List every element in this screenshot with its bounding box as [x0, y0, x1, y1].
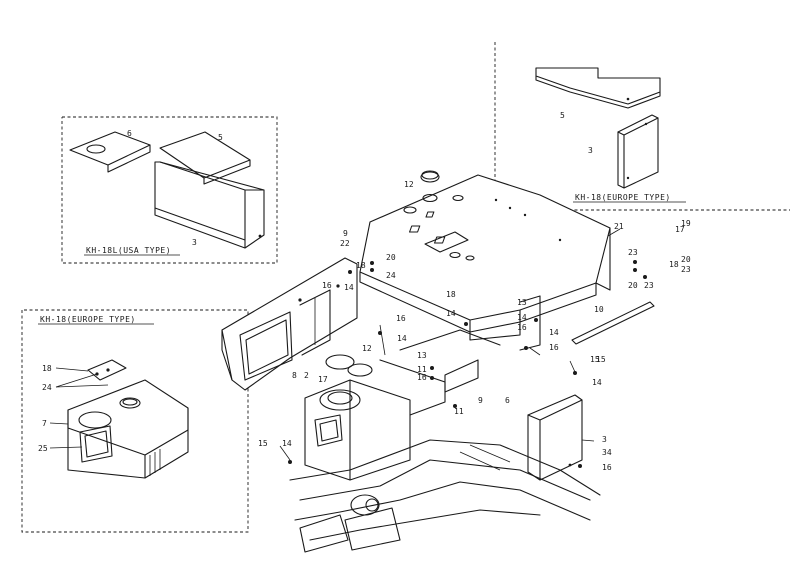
callout-m-3: 3: [602, 435, 607, 444]
callout-m-16c: 16: [549, 343, 559, 352]
usa-type-inset: [61, 116, 278, 264]
callout-m-15a: 15: [590, 355, 600, 364]
callout-m-16b: 16: [517, 323, 527, 332]
callout-m-13b: 13: [417, 351, 427, 360]
callout-usa-3: 3: [192, 238, 197, 247]
callout-eut-3: 3: [588, 146, 593, 155]
callout-m-14g: 14: [592, 378, 602, 387]
callout-m-20c: 20: [681, 255, 691, 264]
callout-m-10: 10: [594, 305, 604, 314]
europe-type-left-inset: [21, 309, 249, 533]
callout-m-21: 21: [614, 222, 624, 231]
callout-m-2: 2: [304, 371, 309, 380]
callout-m-12b: 12: [362, 344, 372, 353]
callout-m-12a: 12: [404, 180, 414, 189]
callout-eul-7: 7: [42, 419, 47, 428]
callout-usa-6: 6: [127, 129, 132, 138]
callout-m-14c: 14: [549, 328, 559, 337]
callout-m-23c: 23: [681, 265, 691, 274]
callout-eul-25: 25: [38, 444, 48, 453]
europe-type-top-inset: [494, 42, 790, 211]
callout-m-17a: 17: [675, 225, 685, 234]
callout-m-18c: 18: [446, 290, 456, 299]
callout-m-23a: 23: [628, 248, 638, 257]
callout-m-19a: 19: [681, 219, 691, 228]
callout-m-23b: 23: [644, 281, 654, 290]
callout-m-22: 22: [340, 239, 350, 248]
main-assembly: [221, 170, 655, 553]
callout-m-16f: 16: [602, 463, 612, 472]
callout-eul-24: 24: [42, 383, 52, 392]
europe-top-title: KH-18(EUROPE TYPE): [575, 193, 671, 202]
callout-m-16e: 16: [417, 373, 427, 382]
callout-m-20b: 20: [628, 281, 638, 290]
callout-m-18a: 18: [356, 261, 366, 270]
callout-m-11b: 11: [454, 407, 464, 416]
callout-m-14a: 14: [344, 283, 354, 292]
callout-m-11a: 11: [417, 365, 427, 374]
callout-m-14b: 14: [517, 313, 527, 322]
callout-m-16a: 16: [322, 281, 332, 290]
callout-m-15c: 15: [596, 355, 606, 364]
callout-m-6: 6: [505, 396, 510, 405]
callout-m-15b: 15: [258, 439, 268, 448]
callout-m-13a: 13: [517, 298, 527, 307]
labels: KH-18L(USA TYPE) KH-18(EUROPE TYPE) KH-1…: [38, 111, 691, 472]
callout-m-20a: 20: [386, 253, 396, 262]
callout-m-16d: 16: [396, 314, 406, 323]
callout-m-18b: 18: [669, 260, 679, 269]
callout-m-34: 34: [602, 448, 612, 457]
callout-m-9b: 9: [478, 396, 483, 405]
callout-m-14e: 14: [397, 334, 407, 343]
callout-m-14f: 14: [282, 439, 292, 448]
callout-usa-5: 5: [218, 133, 223, 142]
callout-m-8: 8: [292, 371, 297, 380]
callout-eul-18: 18: [42, 364, 52, 373]
europe-left-title: KH-18(EUROPE TYPE): [40, 315, 136, 324]
usa-type-title: KH-18L(USA TYPE): [86, 246, 171, 255]
callout-m-9: 9: [343, 229, 348, 238]
callout-eut-5: 5: [560, 111, 565, 120]
callout-m-17b: 17: [318, 375, 328, 384]
callout-m-24a: 24: [386, 271, 396, 280]
callout-m-14d: 14: [446, 309, 456, 318]
